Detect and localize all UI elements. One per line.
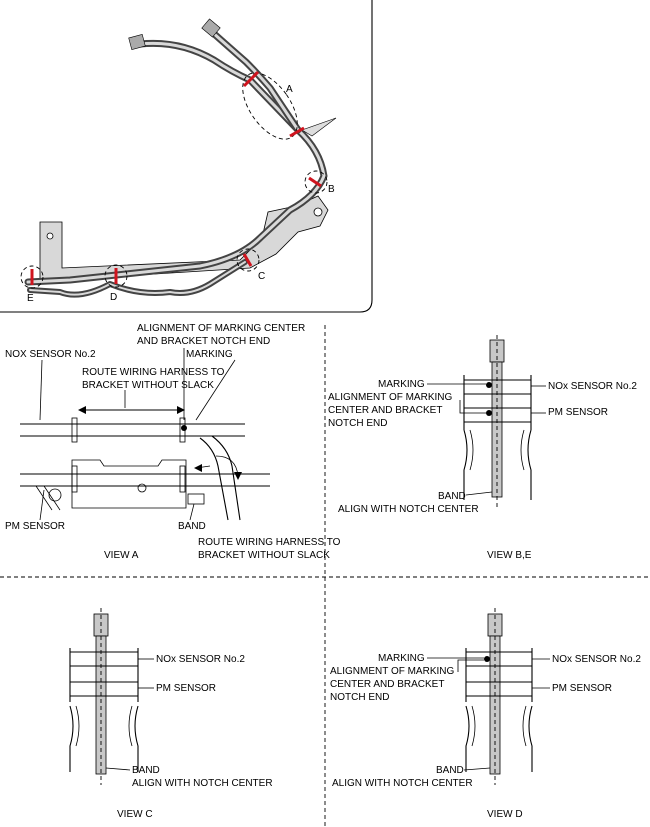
view-a: ALIGNMENT OF MARKING CENTER AND BRACKET … xyxy=(5,323,341,561)
view-c-rod xyxy=(95,635,107,775)
view-be-nox-label: NOx SENSOR No.2 xyxy=(548,381,637,392)
view-d-rod xyxy=(489,635,501,775)
view-d-alignment-line2: CENTER AND BRACKET xyxy=(330,679,444,690)
callout-d-label: D xyxy=(110,292,117,303)
view-a-bracket xyxy=(71,459,187,509)
harness-pipes xyxy=(24,18,337,298)
view-d: MARKING ALIGNMENT OF MARKING CENTER AND … xyxy=(330,608,641,820)
bracket-hole xyxy=(313,207,323,217)
view-a-route-bottom-line1: ROUTE WIRING HARNESS TO xyxy=(198,537,341,548)
view-be-pm-label: PM SENSOR xyxy=(548,407,608,418)
view-a-marking-label: MARKING xyxy=(186,349,233,360)
view-c-nox-label: NOx SENSOR No.2 xyxy=(156,654,245,665)
view-c-align-label: ALIGN WITH NOTCH CENTER xyxy=(132,778,273,789)
view-a-alignment-line2: AND BRACKET NOTCH END xyxy=(137,336,270,347)
view-a-pm-label: PM SENSOR xyxy=(5,521,65,532)
view-d-align-label: ALIGN WITH NOTCH CENTER xyxy=(332,778,473,789)
view-c-caption: VIEW C xyxy=(117,809,153,820)
view-c-pm-label: PM SENSOR xyxy=(156,683,216,694)
view-d-alignment-line1: ALIGNMENT OF MARKING xyxy=(330,666,454,677)
view-d-nox-label: NOx SENSOR No.2 xyxy=(552,654,641,665)
callout-b-ring xyxy=(304,170,328,194)
marker-c xyxy=(242,253,253,267)
view-d-marking-label: MARKING xyxy=(378,653,425,664)
marker-a2 xyxy=(289,126,305,138)
view-a-route-bottom-line2: BRACKET WITHOUT SLACK xyxy=(198,550,330,561)
view-c-band-label: BAND xyxy=(132,765,160,776)
view-be: MARKING ALIGNMENT OF MARKING CENTER AND … xyxy=(328,335,637,561)
bracket-hole xyxy=(46,232,54,240)
view-d-band-label: BAND xyxy=(436,765,464,776)
callout-a-label: A xyxy=(286,84,293,95)
view-c: NOx SENSOR No.2 PM SENSOR BAND ALIGN WIT… xyxy=(69,608,273,820)
view-a-band-label: BAND xyxy=(178,521,206,532)
view-a-nox-label: NOX SENSOR No.2 xyxy=(5,349,96,360)
view-be-alignment-line3: NOTCH END xyxy=(328,418,387,429)
view-a-route-top-line2: BRACKET WITHOUT SLACK xyxy=(82,380,214,391)
callout-c-ring xyxy=(236,248,260,272)
callout-d-ring xyxy=(104,264,128,288)
callout-e-label: E xyxy=(27,293,34,304)
view-d-alignment-line3: NOTCH END xyxy=(330,692,389,703)
callout-c-label: C xyxy=(258,271,265,282)
view-be-band-label: BAND xyxy=(438,491,466,502)
view-d-caption: VIEW D xyxy=(487,809,523,820)
view-be-alignment-line1: ALIGNMENT OF MARKING xyxy=(328,392,452,403)
view-d-pm-label: PM SENSOR xyxy=(552,683,612,694)
view-be-marking-label: MARKING xyxy=(378,379,425,390)
view-be-align-label: ALIGN WITH NOTCH CENTER xyxy=(338,504,479,515)
overview-illustration: A B C D E xyxy=(0,0,373,313)
callout-b-label: B xyxy=(328,184,335,195)
view-a-caption: VIEW A xyxy=(104,550,139,561)
view-a-route-top-line1: ROUTE WIRING HARNESS TO xyxy=(82,367,225,378)
marker-b xyxy=(308,176,322,188)
view-a-alignment-line1: ALIGNMENT OF MARKING CENTER xyxy=(137,323,305,334)
callout-e-ring xyxy=(20,265,44,289)
view-a-band xyxy=(187,493,205,505)
marker-a1 xyxy=(242,70,260,88)
overview-frame xyxy=(0,0,373,313)
view-be-alignment-line2: CENTER AND BRACKET xyxy=(328,405,442,416)
view-be-caption: VIEW B,E xyxy=(487,550,532,561)
